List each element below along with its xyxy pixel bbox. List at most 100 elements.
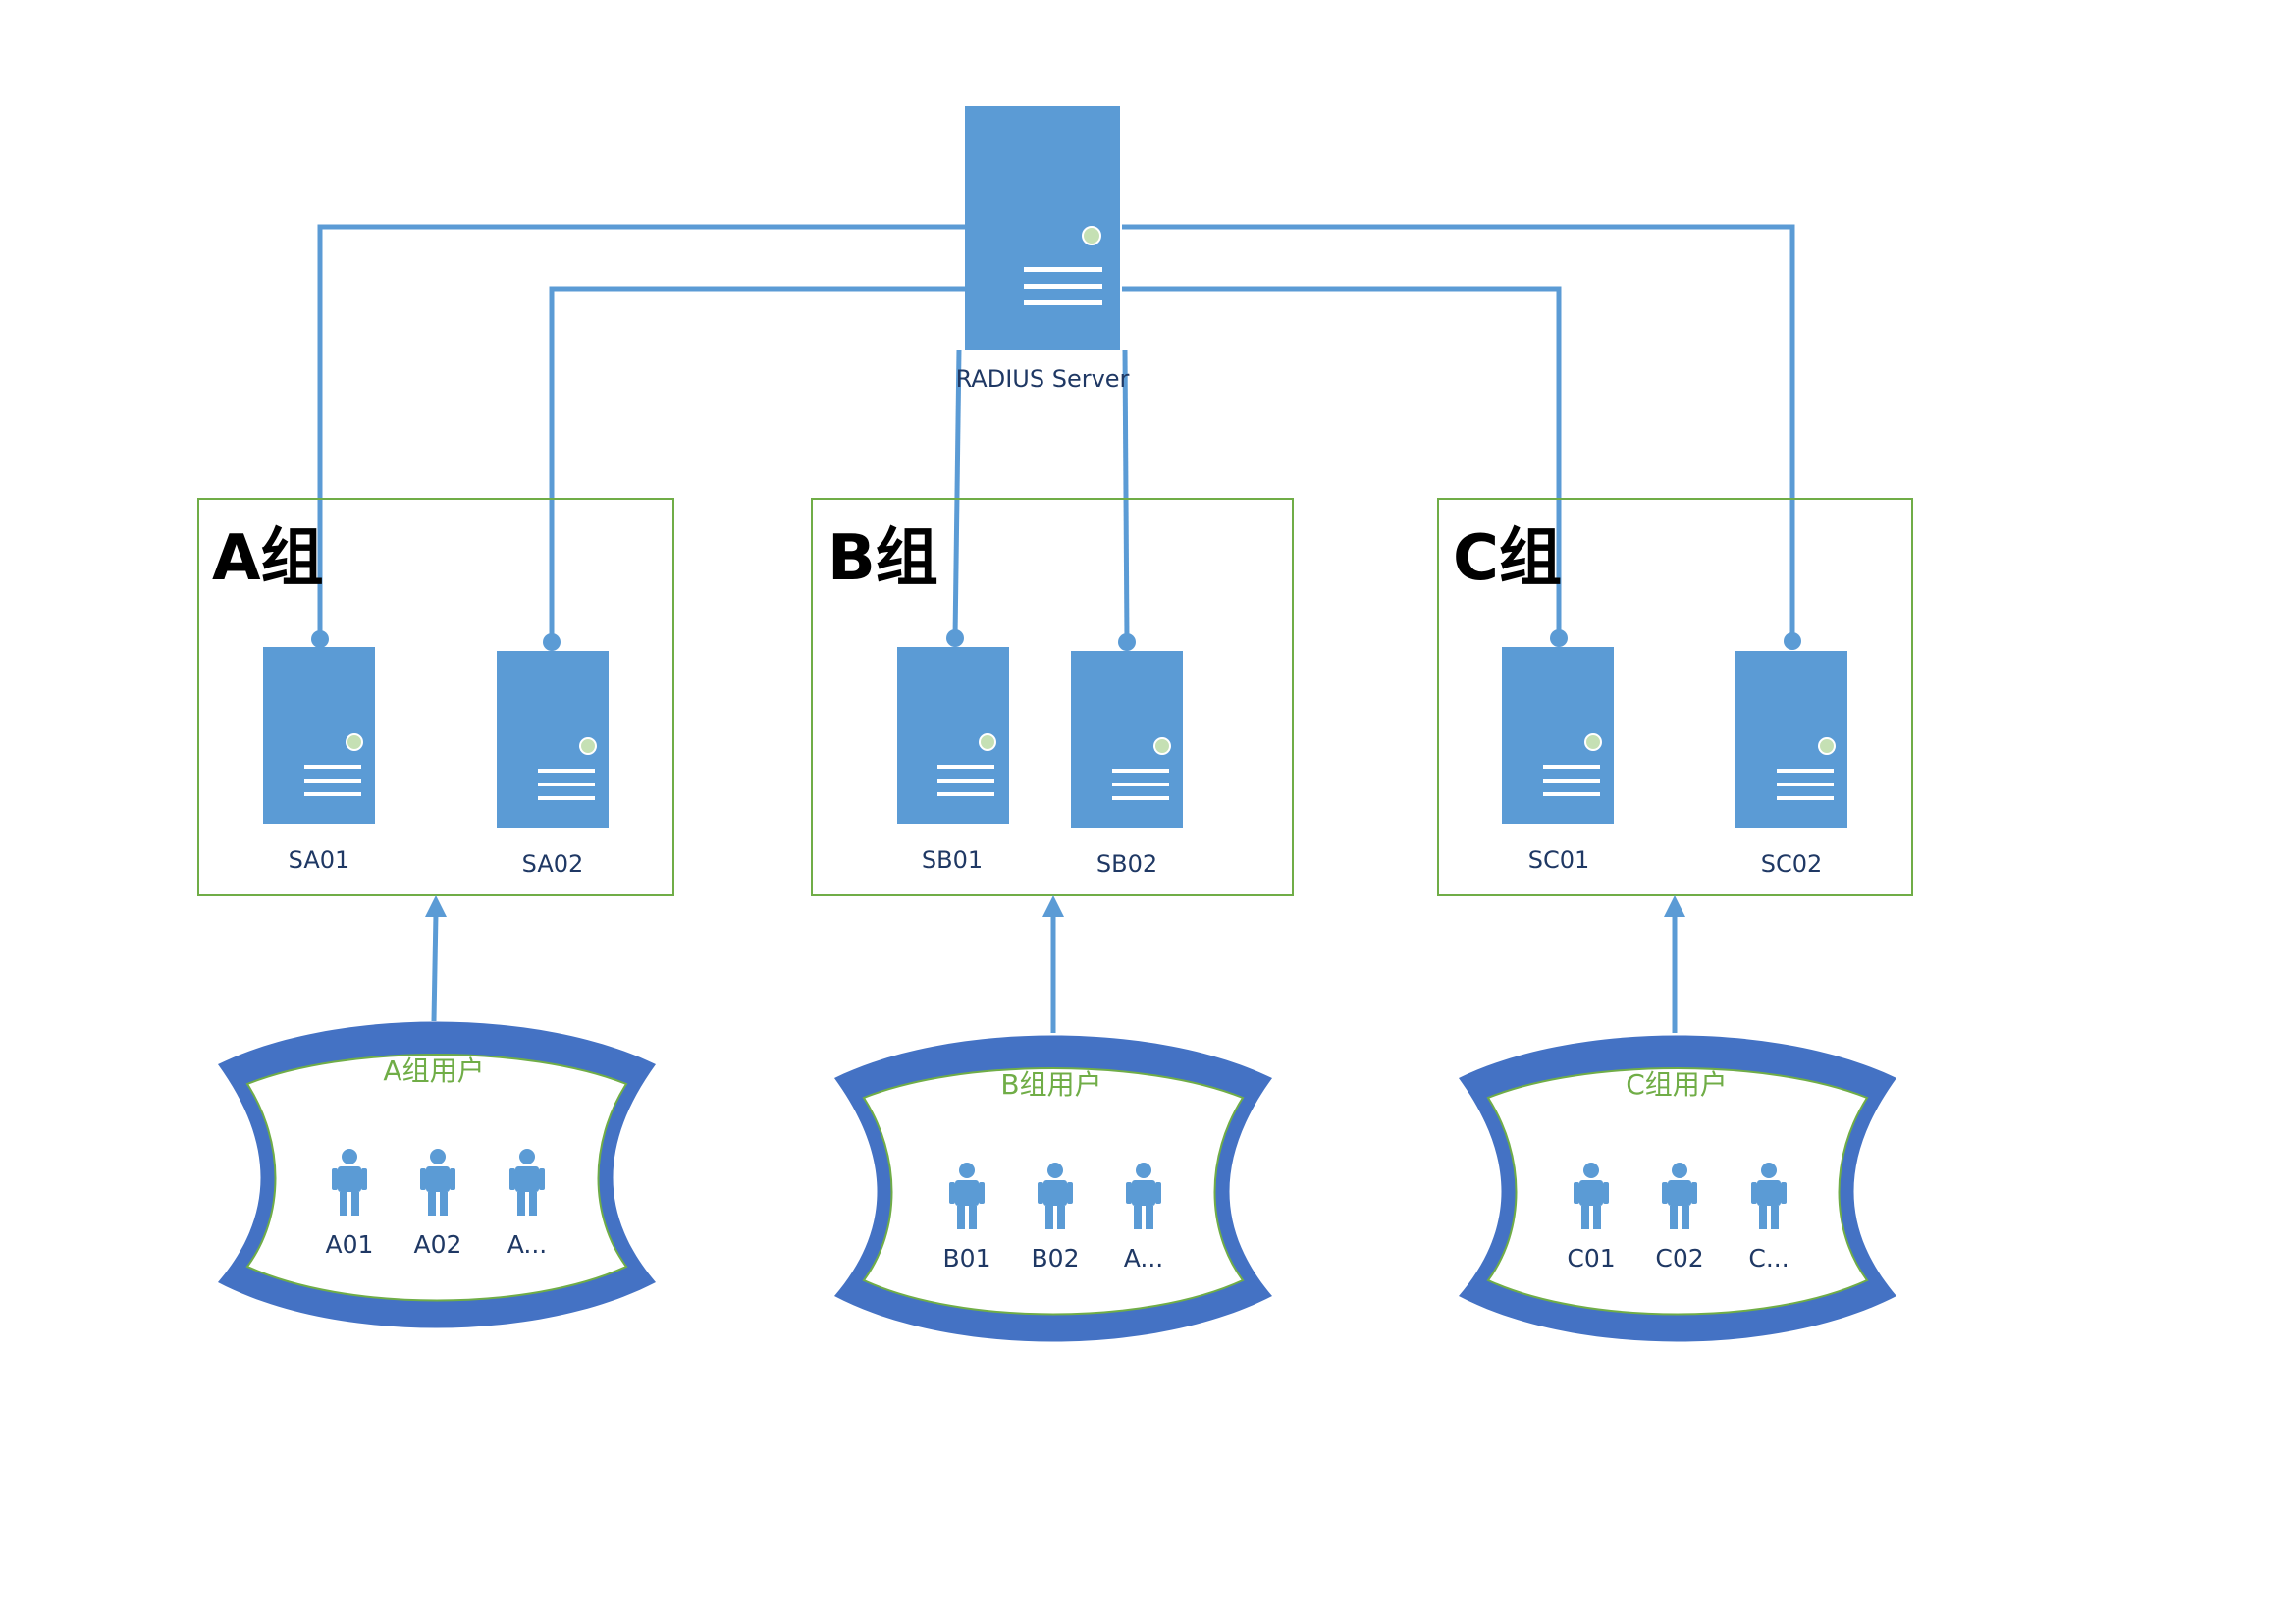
server-slot — [1777, 796, 1834, 800]
server-slot — [1024, 267, 1102, 272]
group-a-title: A组 — [212, 522, 324, 595]
server-led-icon — [1082, 226, 1101, 245]
server-label: SC01 — [1528, 846, 1590, 874]
user-label: A... — [1124, 1244, 1164, 1272]
server-label: SB01 — [922, 846, 983, 874]
users-cloud-title: B组用户 — [1000, 1068, 1101, 1101]
arrow-b — [1042, 895, 1064, 1033]
server-sb01: SB01 — [897, 647, 1009, 874]
connector-sa01 — [317, 224, 967, 639]
user-label: B01 — [943, 1244, 991, 1272]
connector-dot — [1550, 629, 1568, 647]
server-slot — [937, 792, 994, 796]
user-icon — [1751, 1163, 1787, 1229]
arrow-head-icon — [1664, 895, 1685, 917]
connector-dot — [946, 629, 964, 647]
server-slot — [1112, 769, 1169, 773]
connector-sc02 — [1122, 224, 1795, 641]
connector-sb02 — [1122, 349, 1130, 643]
radius-server: RADIUS Server — [956, 106, 1130, 393]
server-slot — [1112, 796, 1169, 800]
user-c01: C01 — [1567, 1163, 1616, 1272]
server-slot — [538, 796, 595, 800]
arrow-head-icon — [1042, 895, 1064, 917]
arrow-head-icon — [425, 895, 447, 917]
user-a01: A01 — [326, 1149, 374, 1259]
server-slot — [538, 783, 595, 786]
server-slot — [1024, 284, 1102, 289]
group-c-box — [1437, 498, 1913, 896]
server-slot — [1543, 765, 1600, 769]
users-cloud-c: C组用户 C01 — [1459, 1035, 1896, 1342]
server-led-icon — [346, 733, 363, 751]
group-a: A组 SA01 SA02 A组用户 — [197, 498, 674, 1328]
server-slot — [937, 779, 994, 783]
user-icon — [420, 1149, 455, 1216]
user-b02: B02 — [1032, 1163, 1080, 1272]
connector-end-dots — [311, 629, 1801, 651]
server-led-icon — [979, 733, 996, 751]
user-label: A01 — [326, 1230, 374, 1259]
group-b-box — [811, 498, 1294, 896]
user-icon — [332, 1149, 367, 1216]
server-led-icon — [1153, 737, 1171, 755]
server-sa02: SA02 — [497, 651, 609, 878]
user-a02: A02 — [414, 1149, 462, 1259]
server-label: SB02 — [1096, 850, 1157, 878]
user-label: C01 — [1567, 1244, 1615, 1272]
server-slot — [1543, 779, 1600, 783]
user-b-more: A... — [1124, 1163, 1164, 1272]
user-b01: B01 — [943, 1163, 991, 1272]
connector-dot — [1784, 632, 1801, 650]
user-a-more: A... — [507, 1149, 548, 1259]
user-icon — [1038, 1163, 1073, 1229]
user-icon — [949, 1163, 985, 1229]
server-sa01: SA01 — [263, 647, 375, 874]
server-slot — [1543, 792, 1600, 796]
server-led-icon — [1818, 737, 1836, 755]
server-slot — [1777, 783, 1834, 786]
connector-dot — [543, 633, 561, 651]
server-label: SC02 — [1761, 850, 1823, 878]
users-cloud-title: C组用户 — [1626, 1068, 1728, 1101]
server-slot — [1024, 300, 1102, 305]
connector-lines — [317, 224, 1795, 643]
connector-dot — [1118, 633, 1136, 651]
connector-sc01 — [1122, 286, 1562, 638]
arrow-a — [425, 895, 447, 1022]
server-slot — [304, 765, 361, 769]
user-icon — [1574, 1163, 1609, 1229]
user-c02: C02 — [1655, 1163, 1704, 1272]
user-icon — [1126, 1163, 1161, 1229]
user-icon — [1662, 1163, 1697, 1229]
group-c: C组 SC01 SC02 C组用户 — [1437, 498, 1913, 1342]
server-slot — [1112, 783, 1169, 786]
radius-server-label: RADIUS Server — [956, 365, 1130, 393]
server-slot — [304, 792, 361, 796]
users-cloud-b: B组用户 B01 — [834, 1035, 1272, 1342]
server-slot — [1777, 769, 1834, 773]
server-slot — [538, 769, 595, 773]
arrow-shaft — [431, 912, 439, 1022]
group-b: B组 SB01 SB02 B组用户 — [811, 498, 1294, 1342]
server-slot — [304, 779, 361, 783]
server-label: SA01 — [289, 846, 350, 874]
server-slot — [937, 765, 994, 769]
connector-sa02 — [549, 286, 967, 642]
group-c-title: C组 — [1453, 522, 1562, 595]
user-label: B02 — [1032, 1244, 1080, 1272]
user-label: A... — [507, 1230, 548, 1259]
user-label: C02 — [1655, 1244, 1703, 1272]
server-sb02: SB02 — [1071, 651, 1183, 878]
user-c-more: C... — [1748, 1163, 1789, 1272]
connector-sb01 — [952, 349, 962, 639]
server-label: SA02 — [522, 850, 584, 878]
user-label: A02 — [414, 1230, 462, 1259]
server-sc01: SC01 — [1502, 647, 1614, 874]
arrow-c — [1664, 895, 1685, 1033]
server-led-icon — [1584, 733, 1602, 751]
server-sc02: SC02 — [1735, 651, 1847, 878]
user-icon — [509, 1149, 545, 1216]
users-cloud-a: A组用户 A01 — [218, 1021, 656, 1328]
